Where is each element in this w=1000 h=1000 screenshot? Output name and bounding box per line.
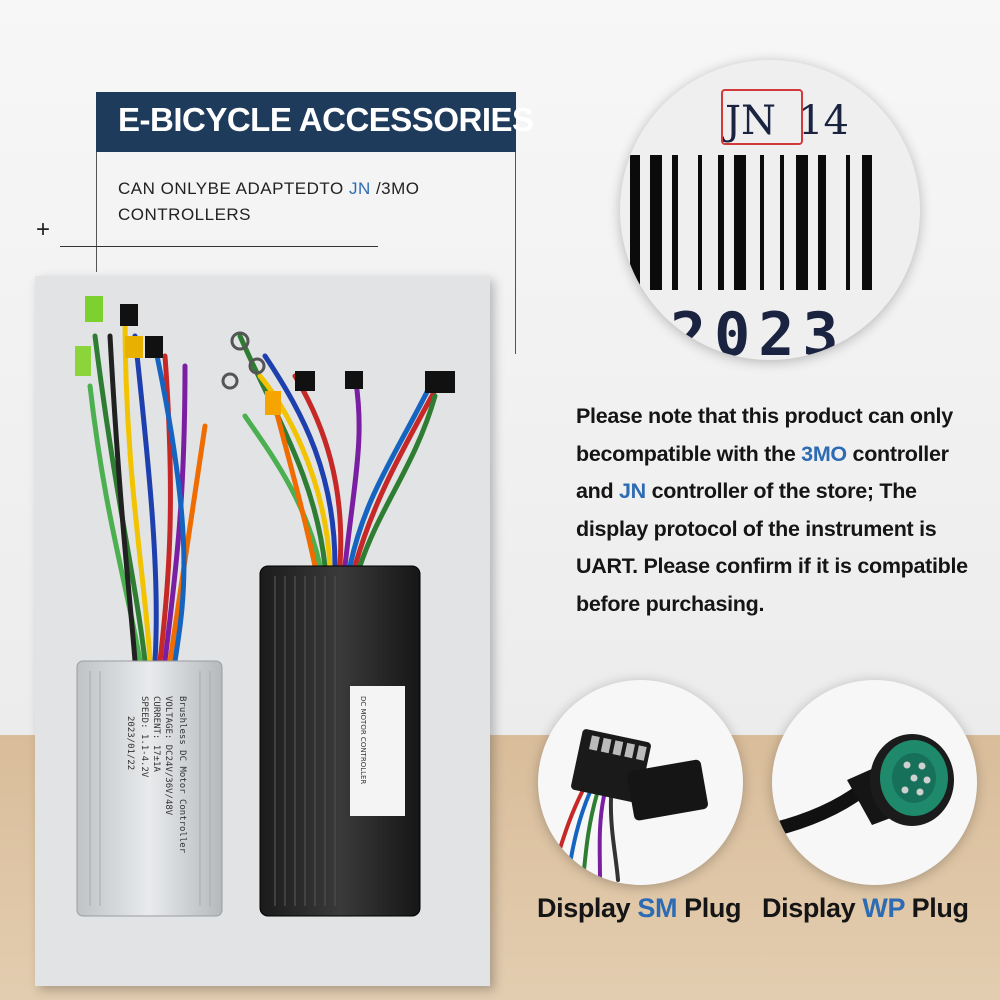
wp-label-c: Plug — [904, 893, 969, 923]
barcode-bars — [630, 155, 872, 290]
small-controller-label-3: CURRENT: 17±1A — [151, 696, 161, 772]
sm-label-a: Display — [537, 893, 638, 923]
small-controller — [76, 660, 223, 917]
plus-icon: + — [36, 216, 51, 243]
frame-line-bottom — [60, 246, 378, 247]
subtitle-jn: JN — [348, 179, 371, 198]
note-3mo: 3MO — [801, 441, 847, 466]
sm-plug-image — [538, 680, 743, 885]
title-bar — [96, 92, 516, 152]
sm-label-c: Plug — [677, 893, 742, 923]
wp-plug-image — [772, 680, 977, 885]
barcode-closeup: JN 14 2023 — [620, 60, 920, 360]
barcode-highlight-box — [721, 89, 803, 145]
small-controller-label-4: SPEED: 1.1-4.2V — [139, 696, 149, 778]
barcode-code-rest: 14 — [798, 98, 849, 144]
large-controller-label: DC MOTOR CONTROLLER — [359, 696, 367, 784]
large-controller-sticker — [350, 686, 405, 816]
subtitle: CAN ONLYBE ADAPTEDTO JN /3MO CONTROLLERS — [118, 176, 420, 228]
frame-line-right — [515, 92, 516, 354]
note-part-1: Please note that this product can only b… — [576, 404, 953, 466]
connector-green — [85, 296, 103, 322]
barcode-code-jn: JN — [721, 98, 776, 144]
compatibility-note: Please note that this product can only b… — [576, 398, 986, 623]
connector-green-2 — [75, 346, 91, 376]
large-controller — [259, 565, 421, 917]
subtitle-text: CAN ONLYBE ADAPTEDTO — [118, 179, 349, 198]
sm-plug-label: Display SM Plug — [537, 893, 741, 924]
sm-plug-cap — [627, 759, 708, 821]
subtitle-line2: CONTROLLERS — [118, 205, 252, 224]
wp-plug-label: Display WP Plug — [762, 893, 969, 924]
note-part-2: controller and — [576, 441, 949, 504]
sm-label-b: SM — [637, 893, 678, 923]
product-photo: Brushless DC Motor Controller VOLTAGE: D… — [35, 276, 490, 986]
controllers-illustration: Brushless DC Motor Controller VOLTAGE: D… — [75, 296, 455, 917]
note-jn: JN — [619, 479, 646, 503]
connector-right — [425, 371, 455, 393]
connector-black-2 — [145, 336, 163, 358]
connector-yellow — [125, 336, 143, 358]
small-controller-label-1: Brushless DC Motor Controller — [177, 696, 187, 854]
frame-line-left — [96, 92, 97, 272]
note-part-3: controller of the store; The display pro… — [576, 479, 968, 616]
small-controller-label-5: 2023/01/22 — [125, 716, 135, 770]
wp-label-b: WP — [862, 893, 905, 923]
subtitle-3mo: /3MO — [370, 179, 420, 198]
small-controller-label-2: VOLTAGE: DC24V/36V/48V — [163, 696, 173, 816]
page-title: E-BICYCLE ACCESSORIES — [118, 101, 534, 138]
wp-label-a: Display — [762, 893, 863, 923]
connector-black — [120, 304, 138, 326]
